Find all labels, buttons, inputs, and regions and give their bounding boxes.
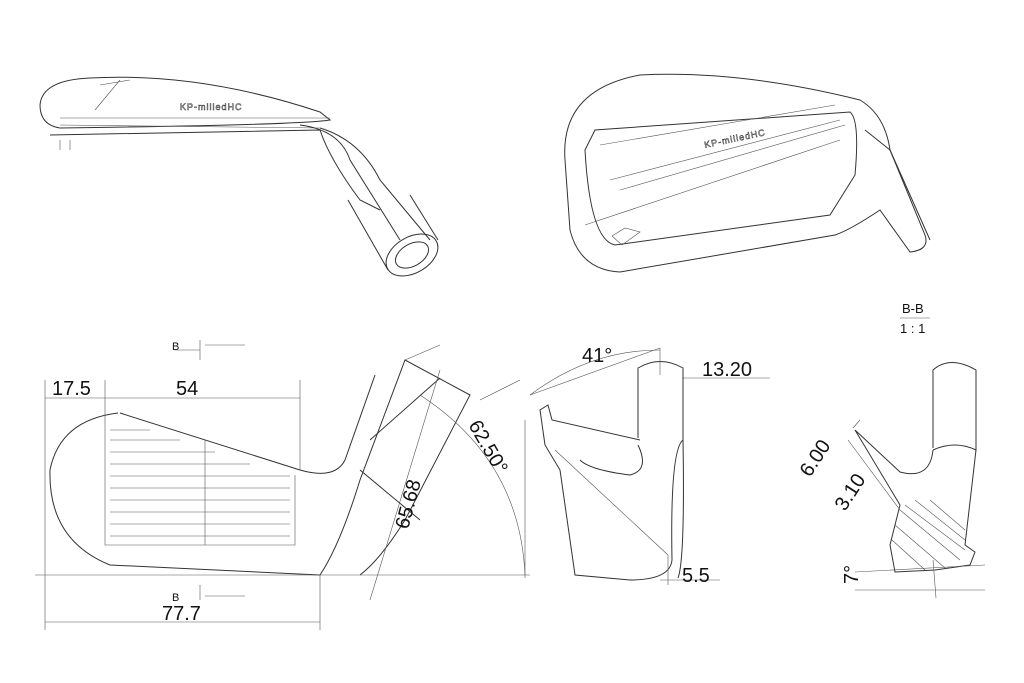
logo-text: KP-milledHC bbox=[703, 127, 766, 150]
iron-perspective-front-right: KP-milledHC bbox=[564, 73, 931, 273]
dim-lie-angle: 62.50° bbox=[464, 417, 512, 478]
dim-overall-length: 77.7 bbox=[162, 603, 201, 625]
section-marker-top: B bbox=[172, 341, 179, 353]
dim-face-thickness-top: 6.00 bbox=[796, 436, 836, 481]
section-scale: 1 : 1 bbox=[900, 321, 925, 336]
logo-text: KP-milledHC bbox=[180, 102, 243, 112]
dim-loft-angle: 41° bbox=[582, 345, 612, 367]
section-marker-bottom: B bbox=[172, 592, 179, 604]
dim-face-thickness-mid: 3.10 bbox=[831, 470, 871, 515]
section-view-b-b: B-B 1 : 1 6.00 3.10 7° bbox=[796, 301, 986, 599]
dim-hosel-diameter: 13.20 bbox=[702, 359, 752, 381]
dim-groove-width: 54 bbox=[176, 378, 198, 400]
dim-bounce-angle: 7° bbox=[841, 565, 863, 584]
iron-side-view: 41° 13.20 5.5 bbox=[529, 345, 770, 587]
dim-hosel-length: 65.68 bbox=[392, 477, 426, 531]
dim-toe-offset: 17.5 bbox=[52, 378, 91, 400]
dim-sole-offset: 5.5 bbox=[682, 565, 710, 587]
iron-perspective-back-left: KP-milledHC bbox=[39, 76, 439, 277]
iron-front-view: B B 17.5 54 77.7 65.68 62.50° bbox=[35, 340, 530, 630]
score-lines bbox=[104, 420, 296, 546]
section-title: B-B bbox=[902, 301, 924, 316]
